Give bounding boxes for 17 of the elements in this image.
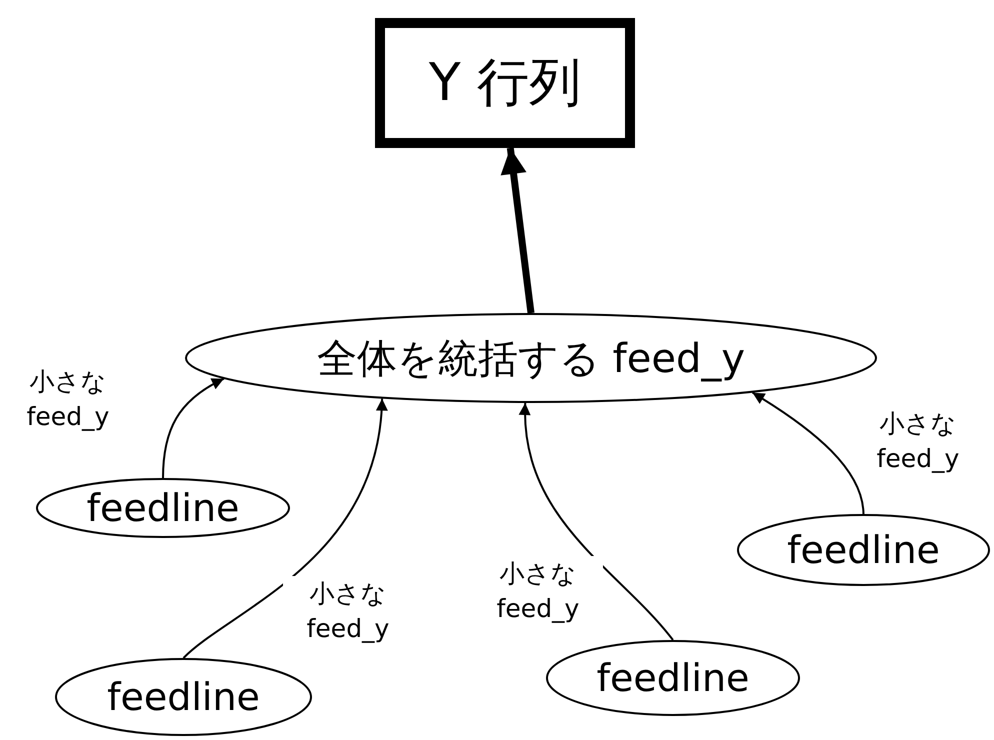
node-text: feedline [596,656,750,700]
node-text: feedline [787,528,940,572]
matrix-box [375,18,635,148]
arrow [500,148,534,314]
node-text: Y 行列 [428,52,582,115]
arrow [520,402,674,641]
ellipse-node [36,478,290,538]
ellipse-node [546,640,800,716]
ellipse-node [55,658,312,736]
arrow [162,378,224,478]
ellipse-node [185,313,877,403]
node-text: 全体を統括する feed_y [316,334,746,384]
arrow [752,392,864,514]
ellipse-node [737,514,990,586]
arrow [182,398,387,659]
node-text: feedline [86,486,240,530]
node-text: feedline [107,675,260,719]
